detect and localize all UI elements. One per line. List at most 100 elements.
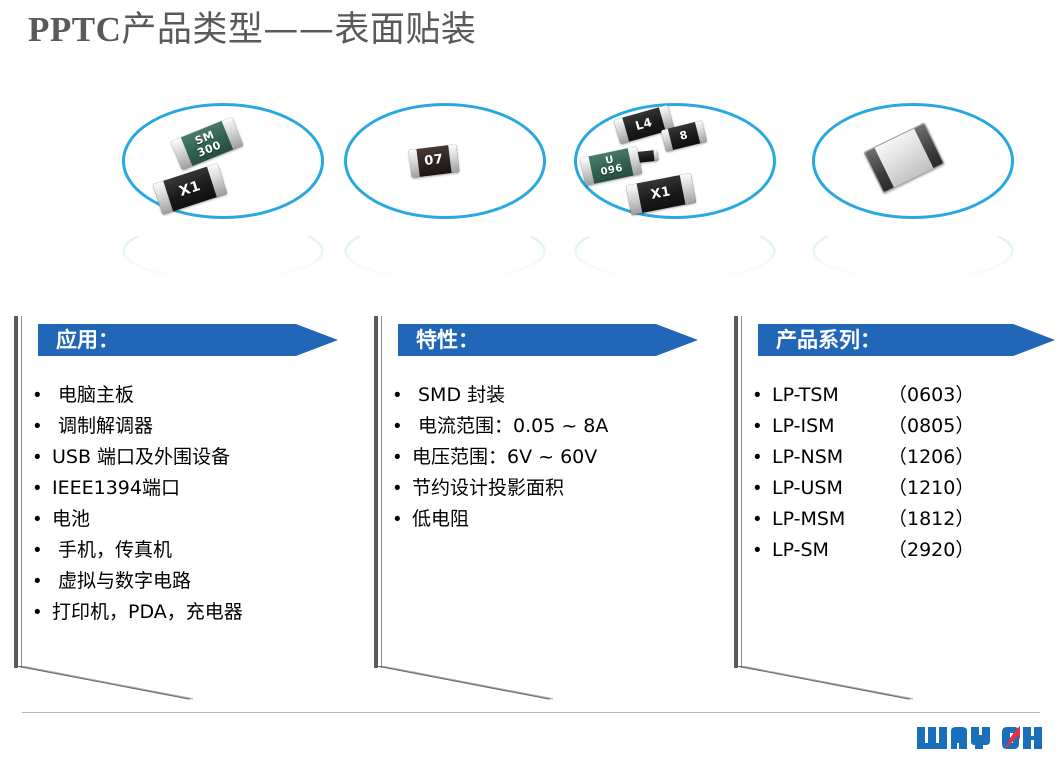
series-package-size: （2920）	[888, 539, 975, 561]
list-item-label: 手机，传真机	[58, 539, 173, 561]
list-item: • 节约设计投影面积	[394, 473, 714, 504]
chip-terminal-left	[152, 180, 173, 215]
list-item-label: SMD 封装	[418, 384, 506, 406]
bullet-icon: •	[754, 416, 761, 437]
list-item: • 虚拟与数字电路	[34, 566, 354, 597]
chip-terminal-left	[579, 156, 595, 186]
bullet-icon: •	[34, 571, 41, 592]
chip-marking: 8	[678, 128, 690, 144]
series-name: LP-TSM	[772, 384, 839, 406]
series-name: LP-SM	[772, 539, 829, 561]
series-package-size: （0603）	[888, 384, 975, 406]
chip-terminal-right	[448, 144, 460, 173]
bullet-icon: •	[754, 478, 761, 499]
bullet-icon: •	[34, 540, 41, 561]
list-item: • SMD 封装	[394, 380, 714, 411]
chip-terminal-left	[613, 117, 630, 145]
highlight-ellipse-reflection-3	[574, 221, 776, 281]
list-item-label: IEEE1394端口	[52, 477, 180, 499]
column-foot-bracket	[378, 666, 553, 704]
column-left-rule	[374, 316, 383, 668]
wayon-logo	[915, 723, 1047, 755]
chip-07: 07	[408, 144, 460, 178]
series-name: LP-NSM	[772, 446, 844, 468]
list-item: • LP-NSM （1206）	[754, 442, 1061, 473]
list-item-label: 电压范围：6V ~ 60V	[412, 446, 598, 468]
banner-applications: 应用：	[38, 324, 338, 356]
bullet-icon: •	[34, 385, 41, 406]
chip-terminal-left	[625, 183, 642, 216]
bullet-icon: •	[754, 447, 761, 468]
rule-thick-bar	[14, 316, 18, 668]
chip-x1: X1	[152, 163, 228, 215]
bullet-icon: •	[34, 602, 41, 623]
column-foot-bracket	[18, 666, 193, 704]
product-photo-2: 07	[330, 95, 560, 285]
highlight-ellipse-4	[812, 103, 1014, 219]
list-item: • IEEE1394端口	[34, 473, 354, 504]
chip-terminal-right	[222, 116, 244, 150]
bullet-icon: •	[34, 447, 41, 468]
list-item: • 电压范围：6V ~ 60V	[394, 442, 714, 473]
bullet-icon: •	[754, 509, 761, 530]
highlight-ellipse-1	[122, 103, 324, 219]
list-item: • 电脑主板	[34, 380, 354, 411]
rule-hairline	[741, 316, 742, 668]
list-item-label: 电流范围：0.05 ~ 8A	[418, 415, 609, 437]
bullet-icon: •	[34, 478, 41, 499]
column-foot-bracket	[738, 666, 913, 704]
banner-label: 特性：	[416, 328, 479, 352]
list-item: • LP-ISM （0805）	[754, 411, 1061, 442]
bullet-icon: •	[394, 447, 401, 468]
list-item-label: 电池	[52, 508, 91, 530]
list-item: • LP-USM （1210）	[754, 473, 1061, 504]
banner-label: 应用：	[56, 328, 119, 352]
list-item-label: 低电阻	[412, 508, 470, 530]
series-name: LP-MSM	[772, 508, 846, 530]
banner-product-series: 产品系列：	[758, 324, 1055, 356]
list-item: • LP-MSM （1812）	[754, 504, 1061, 535]
applications-list: • 电脑主板 • 调制解调器 • USB 端口及外围设备 • IEEE1394端…	[34, 380, 354, 628]
bullet-icon: •	[34, 416, 41, 437]
characteristics-list: • SMD 封装 • 电流范围：0.05 ~ 8A • 电压范围：6V ~ 60…	[394, 380, 714, 535]
banner-label: 产品系列：	[776, 328, 881, 352]
highlight-ellipse-reflection-1	[122, 221, 324, 281]
chip-x1: X1	[625, 172, 697, 216]
rule-thick-bar	[734, 316, 738, 668]
footer-divider	[22, 712, 1040, 713]
list-item-label: 调制解调器	[58, 415, 154, 437]
highlight-ellipse-3	[574, 103, 776, 219]
chip-terminal-left	[864, 148, 894, 193]
chip-terminal-right	[653, 149, 659, 162]
series-name: LP-ISM	[772, 415, 835, 437]
column-characteristics: 特性： • SMD 封装 • 电流范围：0.05 ~ 8A • 电压范围：6V …	[374, 308, 724, 700]
chip-terminal-right	[207, 163, 228, 198]
chip-terminal-right	[695, 120, 708, 144]
page-title-latin: PPTC	[28, 10, 122, 49]
page-title: PPTC产品类型——表面贴装	[28, 6, 476, 54]
list-item-label: 虚拟与数字电路	[58, 570, 192, 592]
page-title-cjk: 产品类型——表面贴装	[121, 10, 477, 50]
list-item: • 手机，传真机	[34, 535, 354, 566]
list-item: • LP-TSM （0603）	[754, 380, 1061, 411]
column-product-series: 产品系列： • LP-TSM （0603） • LP-ISM （0805） •	[734, 308, 1061, 700]
list-item-label: USB 端口及外围设备	[52, 446, 231, 468]
list-item-label: 打印机，PDA，充电器	[52, 601, 243, 623]
chip-marking: 07	[423, 152, 445, 170]
list-item: • 调制解调器	[34, 411, 354, 442]
column-applications: 应用： • 电脑主板 • 调制解调器 • USB 端口及外围设备 • IEEE1…	[14, 308, 364, 700]
bullet-icon: •	[394, 509, 401, 530]
rule-hairline	[381, 316, 382, 668]
bullet-icon: •	[394, 478, 401, 499]
column-left-rule	[734, 316, 743, 668]
chip-terminal-left	[170, 137, 192, 171]
chip-large-2920	[863, 122, 945, 194]
chip-terminal-right	[914, 123, 944, 168]
product-series-list: • LP-TSM （0603） • LP-ISM （0805） • LP-NSM…	[754, 380, 1061, 566]
